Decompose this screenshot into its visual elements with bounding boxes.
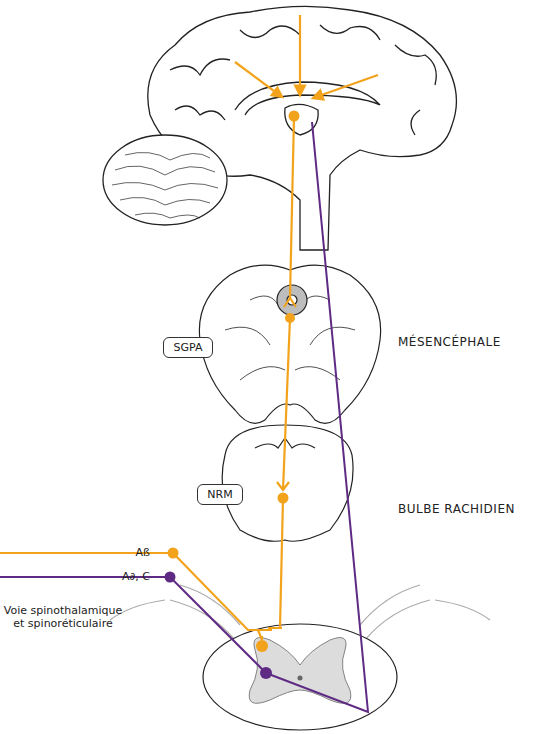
interneuron-body — [256, 640, 268, 652]
neuron-body — [260, 667, 272, 679]
nociceptive-fiber — [170, 577, 266, 673]
gyrus-line — [240, 26, 300, 38]
medulla-section — [222, 425, 353, 541]
central-canal — [298, 676, 303, 681]
orange-fiber — [280, 498, 283, 628]
region-label: BULBE RACHIDIEN — [398, 503, 548, 516]
cortical-input — [313, 75, 378, 98]
neuron-body — [165, 572, 176, 583]
fiber-label: A∂, C — [80, 570, 150, 583]
cortical-input — [235, 62, 282, 97]
sensory-fiber — [258, 630, 262, 640]
gyrus-line — [170, 59, 230, 75]
cortical-input — [299, 15, 301, 95]
box-text: NRM — [207, 488, 232, 501]
medulla-outline — [222, 425, 353, 541]
synapse-terminal — [284, 298, 296, 307]
spinal-nerve — [110, 600, 490, 620]
label-box: SGPA — [163, 337, 213, 358]
label-box: NRM — [197, 484, 243, 505]
gyrus-line — [175, 106, 225, 120]
neuron-body — [278, 493, 289, 504]
spinal-cord — [110, 585, 490, 730]
sensory-fiber — [173, 553, 272, 630]
orange-fiber — [283, 318, 290, 490]
descending-pathway — [0, 15, 378, 652]
gyrus-line — [395, 45, 436, 85]
ascending-pathway — [0, 122, 368, 712]
box-text: SGPA — [174, 341, 203, 354]
fiber-label: Aß — [90, 546, 150, 559]
brain-drawing — [103, 6, 456, 250]
neuron-body — [168, 548, 179, 559]
region-label: MÉSENCÉPHALE — [398, 336, 548, 349]
grey-matter — [249, 638, 351, 704]
neuron-body — [285, 313, 295, 323]
synapse-terminal — [277, 482, 289, 490]
gyrus-line — [320, 25, 380, 40]
neuron-body — [289, 111, 300, 122]
cerebellum-folia — [112, 152, 218, 218]
aqueduct-zone — [277, 285, 307, 315]
spinothalamic-tract — [266, 122, 368, 712]
cerebellum — [103, 135, 227, 225]
orange-fiber — [290, 116, 294, 298]
pathway-label: Voie spinothalamique et spinoréticulaire — [0, 604, 126, 630]
corpus-callosum — [235, 82, 380, 115]
gyrus-line — [411, 110, 420, 135]
